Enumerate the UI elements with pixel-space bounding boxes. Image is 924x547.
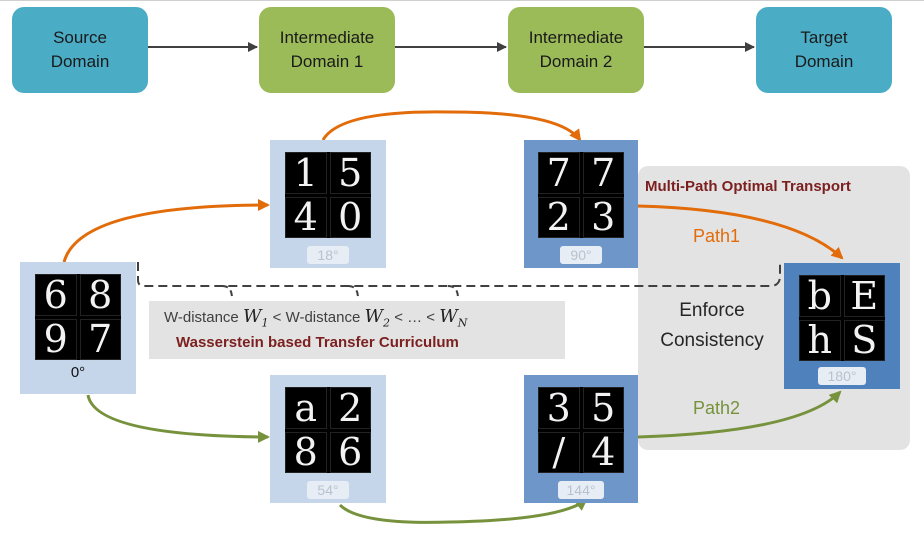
- angle-label: 54°: [307, 481, 349, 499]
- flow-target-domain: Target Domain: [756, 7, 892, 93]
- wn-symbol: WN: [439, 306, 468, 330]
- digit-cell: E: [843, 275, 885, 317]
- multi-path-title: Multi-Path Optimal Transport: [645, 178, 851, 195]
- curriculum-box: [149, 301, 565, 359]
- flow-source-domain: Source Domain: [12, 7, 148, 93]
- domain-card-source: 6 8 9 7 0°: [20, 262, 136, 394]
- digit-grid: b E h S: [799, 275, 885, 361]
- digit-cell: 4: [285, 196, 327, 238]
- domain-card-144: 3 5 / 4 144°: [524, 375, 638, 503]
- digit-cell: S: [843, 319, 885, 361]
- w-distance-text: W-distance: [285, 309, 361, 326]
- curriculum-tick-2: [347, 285, 359, 299]
- less-than: <: [394, 309, 403, 326]
- orange-arrow-18-to-90: [321, 110, 582, 142]
- angle-label: 18°: [307, 246, 349, 264]
- digit-cell: 7: [79, 318, 121, 360]
- curriculum-tick-1: [221, 285, 233, 299]
- flow-intermediate-domain-2: Intermediate Domain 2: [508, 7, 644, 93]
- digit-cell: 8: [285, 431, 327, 473]
- digit-cell: 8: [79, 274, 121, 316]
- ellipsis: …: [407, 309, 423, 326]
- less-than: <: [272, 309, 282, 326]
- flow-intermediate-domain-1: Intermediate Domain 1: [259, 7, 395, 93]
- enforce-consistency-label: Enforce Consistency: [660, 300, 764, 351]
- w1-symbol: W1: [242, 306, 269, 330]
- path1-label: Path1: [693, 226, 741, 246]
- digit-cell: 6: [35, 274, 77, 316]
- less-than: <: [426, 309, 436, 326]
- domain-card-90: 7 7 2 3 90°: [524, 140, 638, 268]
- digit-cell: 3: [582, 196, 624, 238]
- digit-cell: 5: [329, 152, 371, 194]
- digit-cell: 1: [285, 152, 327, 194]
- green-arrow-144-to-target: [637, 390, 842, 439]
- digit-cell: 7: [538, 152, 580, 194]
- w2-symbol: W2: [364, 306, 391, 330]
- angle-label: 180°: [818, 367, 866, 385]
- green-arrow-source-to-54: [86, 394, 270, 443]
- digit-cell: 0: [329, 196, 371, 238]
- digit-grid: 1 5 4 0: [285, 152, 371, 238]
- angle-label: 0°: [70, 364, 86, 381]
- path2-label: Path2: [693, 398, 741, 418]
- curriculum-title: Wasserstein based Transfer Curriculum: [176, 334, 459, 351]
- orange-arrow-source-to-18: [62, 199, 270, 263]
- w-distance-inequality: W-distance W1 < W-distance W2 < … < WN: [164, 306, 467, 330]
- digit-cell: 2: [329, 387, 371, 429]
- digit-grid: 6 8 9 7: [35, 274, 121, 360]
- w-distance-text: W-distance: [164, 309, 239, 326]
- digit-grid: a 2 8 6: [285, 387, 371, 473]
- digit-cell: 2: [538, 196, 580, 238]
- digit-cell: 6: [329, 431, 371, 473]
- digit-cell: 7: [582, 152, 624, 194]
- domain-card-18: 1 5 4 0 18°: [270, 140, 386, 268]
- green-arrow-54-to-144: [338, 498, 588, 524]
- digit-cell: b: [799, 275, 841, 317]
- orange-arrow-90-to-target: [637, 204, 844, 260]
- curriculum-bracket: [137, 262, 781, 287]
- digit-cell: 9: [35, 318, 77, 360]
- angle-label: 90°: [560, 246, 602, 264]
- digit-cell: 4: [582, 431, 624, 473]
- digit-cell: 5: [582, 387, 624, 429]
- digit-grid: 7 7 2 3: [538, 152, 624, 238]
- angle-label: 144°: [558, 481, 604, 499]
- domain-card-target: b E h S 180°: [784, 263, 900, 389]
- curriculum-tick-3: [447, 285, 459, 299]
- digit-cell: h: [799, 319, 841, 361]
- digit-cell: /: [538, 431, 580, 473]
- domain-card-54: a 2 8 6 54°: [270, 375, 386, 503]
- top-rule: [0, 0, 924, 1]
- digit-cell: 3: [538, 387, 580, 429]
- digit-cell: a: [285, 387, 327, 429]
- digit-grid: 3 5 / 4: [538, 387, 624, 473]
